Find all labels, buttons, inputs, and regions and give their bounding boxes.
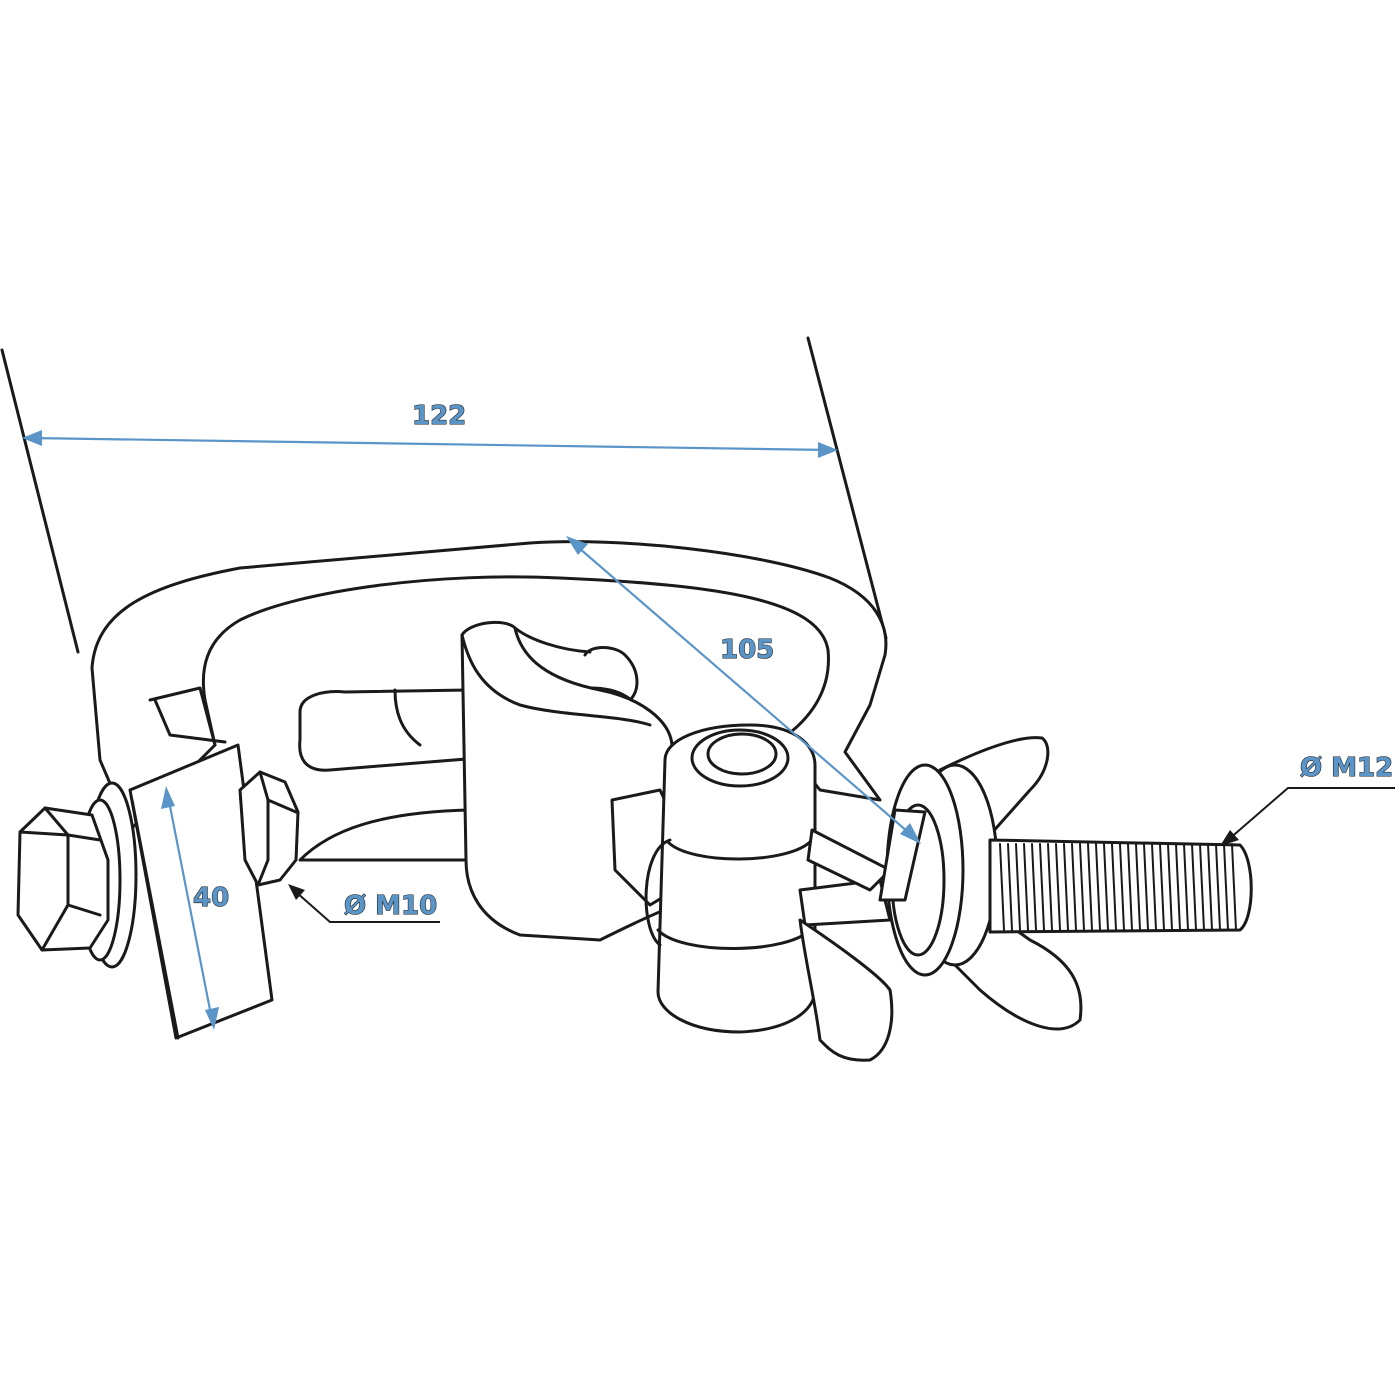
thread-line [1031,843,1037,931]
thread-line [1039,843,1045,931]
tube-extension-lines [0,336,888,654]
bolt-m10 [238,770,300,887]
dimension-width: 122 [22,400,838,458]
thread-line [1079,843,1085,931]
dimension-plate: 40 [161,786,230,1030]
callout-m10: Ø M10 [288,884,440,923]
thread-line [1175,843,1181,931]
thread-line [1199,843,1205,931]
thread-line [1127,843,1133,931]
callout-m10-label: Ø M10 [344,891,437,921]
thread-line [1223,843,1229,931]
thread-line [1071,843,1077,931]
threaded-bolt-m12 [988,838,1253,934]
thread-line [1191,843,1197,931]
thread-line [1143,843,1149,931]
thread-line [1151,843,1157,931]
thread-line [1167,843,1173,931]
bolt-threads [999,843,1237,931]
thread-line [1183,843,1189,931]
thread-line [1047,843,1053,931]
wing-nut [798,736,1083,1062]
thread-line [1159,843,1165,931]
thread-line [1111,843,1117,931]
dimension-width-label: 122 [412,401,466,431]
hinge-knuckle [610,723,817,1034]
thread-line [1135,843,1141,931]
thread-line [999,843,1005,931]
dimension-plate-label: 40 [193,883,229,913]
callout-m12: Ø M12 [1220,752,1395,846]
hex-nut-left [16,806,110,952]
callout-m12-label: Ø M12 [1300,753,1393,783]
thread-line [1007,843,1013,931]
thread-line [1103,843,1109,931]
thread-line [1015,843,1021,931]
thread-line [1087,843,1093,931]
dimension-diagonal-label: 105 [720,635,774,665]
thread-line [1095,843,1101,931]
dimension-diagonal: 105 [566,536,921,844]
thread-line [1119,843,1125,931]
clamp-plate [128,743,274,1040]
thread-line [1207,843,1213,931]
thread-line [1215,843,1221,931]
thread-line [1231,843,1237,931]
thread-line [1055,843,1061,931]
thread-line [1063,843,1069,931]
thread-line [1023,843,1029,931]
